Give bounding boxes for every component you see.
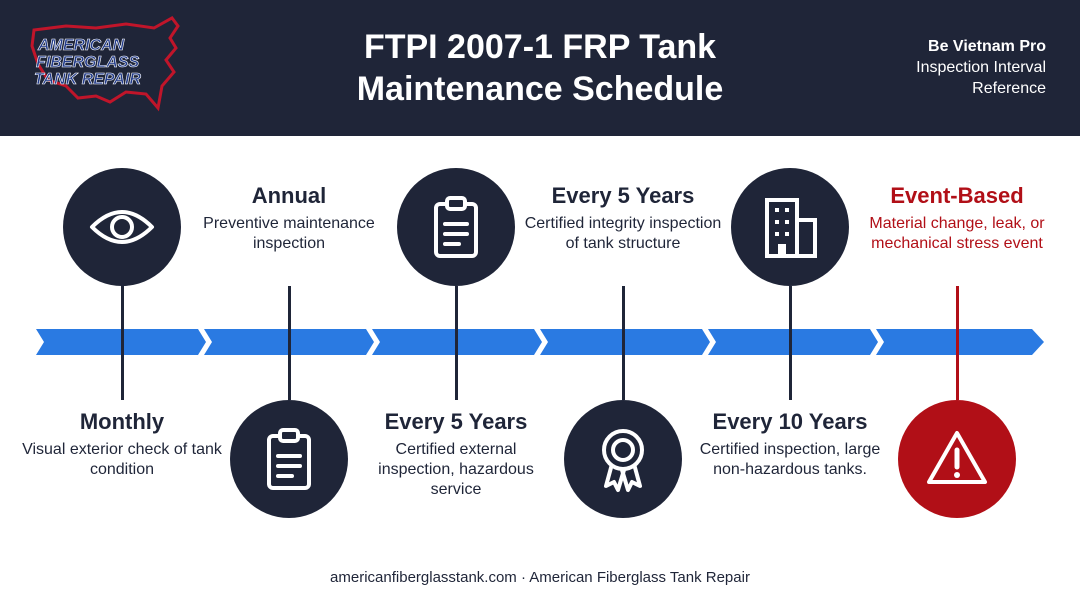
title-line1: FTPI 2007-1 FRP Tank [363, 28, 717, 66]
warning-icon [927, 431, 987, 484]
ten-year-label: Every 10 Years Certified inspection, lar… [690, 408, 890, 480]
five-year-integrity-connector [622, 286, 625, 400]
clipboard-icon [267, 428, 311, 490]
ten-year-connector [789, 286, 792, 400]
annual-connector [288, 286, 291, 400]
award-ribbon-icon [602, 429, 644, 492]
five-year-external-icon-circle [397, 168, 515, 286]
header-right-line1: Be Vietnam Pro [928, 38, 1046, 55]
company-logo: AMERICAN FIBERGLASS TANK REPAIR [26, 12, 186, 112]
logo-line3: TANK REPAIR [34, 71, 141, 88]
header-bar: AMERICAN FIBERGLASS TANK REPAIR FTPI 200… [0, 0, 1080, 136]
title-line2: Maintenance Schedule [356, 70, 724, 108]
event-based-heading: Event-Based [890, 183, 1024, 208]
timeline-arrow [0, 329, 1080, 355]
ten-year-heading: Every 10 Years [712, 409, 868, 434]
five-year-external-description: Certified external inspection, hazardous… [378, 441, 534, 498]
footer-text: americanfiberglasstank.com · American Fi… [330, 569, 750, 586]
five-year-integrity-heading: Every 5 Years [551, 183, 695, 208]
event-based-connector [956, 286, 959, 400]
clipboard-icon [434, 196, 478, 258]
ten-year-icon-circle [731, 168, 849, 286]
annual-label: Annual Preventive maintenance inspection [189, 182, 389, 254]
header-right-line2: Inspection Interval [916, 59, 1046, 76]
page-title: FTPI 2007-1 FRP Tank Maintenance Schedul… [270, 26, 810, 110]
eye-icon [90, 210, 154, 244]
logo-line1: AMERICAN [37, 37, 125, 54]
five-year-integrity-label: Every 5 Years Certified integrity inspec… [523, 182, 723, 254]
five-year-external-heading: Every 5 Years [384, 409, 528, 434]
annual-description: Preventive maintenance inspection [203, 215, 375, 252]
ten-year-description: Certified inspection, large non-hazardou… [699, 441, 881, 478]
five-year-integrity-description: Certified integrity inspection of tank s… [524, 215, 722, 252]
monthly-icon-circle [63, 168, 181, 286]
logo-line2: FIBERGLASS [36, 54, 139, 71]
event-based-label: Event-Based Material change, leak, or me… [857, 182, 1057, 254]
annual-icon-circle [230, 400, 348, 518]
five-year-external-label: Every 5 Years Certified external inspect… [356, 408, 556, 500]
header-right-line3: Reference [972, 80, 1046, 97]
five-year-integrity-icon-circle [564, 400, 682, 518]
building-icon [765, 198, 817, 258]
monthly-heading: Monthly [79, 409, 165, 434]
header-right-text: Be Vietnam Pro Inspection Interval Refer… [916, 36, 1046, 99]
annual-heading: Annual [251, 183, 327, 208]
five-year-external-connector [455, 286, 458, 400]
monthly-description: Visual exterior check of tank condition [22, 441, 222, 478]
monthly-connector [121, 286, 124, 400]
monthly-label: Monthly Visual exterior check of tank co… [22, 408, 222, 480]
event-based-description: Material change, leak, or mechanical str… [869, 215, 1045, 252]
event-based-icon-circle [898, 400, 1016, 518]
